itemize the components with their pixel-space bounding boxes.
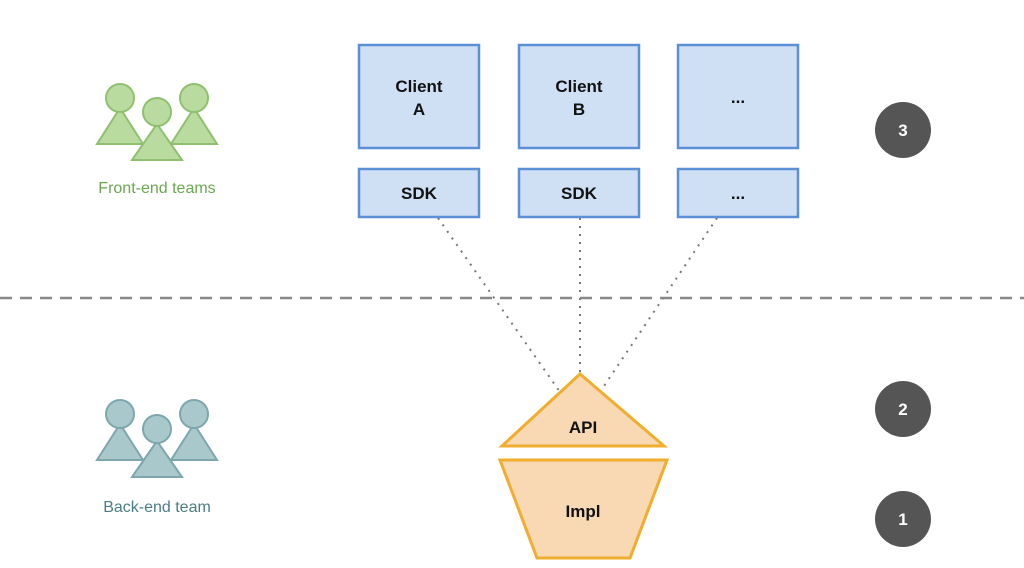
client-a-label-line1: Client bbox=[395, 77, 443, 96]
step-1-badge bbox=[875, 491, 931, 547]
api-shape bbox=[498, 371, 669, 448]
sdk-b-label: SDK bbox=[561, 184, 598, 203]
client-b-box bbox=[517, 43, 641, 150]
step-3-badge bbox=[875, 102, 931, 158]
back-end-team-icon bbox=[95, 399, 219, 478]
sdk-other-label: ... bbox=[731, 184, 745, 203]
sdk-other-box bbox=[676, 167, 800, 219]
sdk-b-box bbox=[517, 167, 641, 219]
client-a-label-line2: A bbox=[413, 100, 425, 119]
sdk-a-box bbox=[357, 167, 481, 219]
front-end-team-label: Front-end teams bbox=[98, 180, 215, 197]
api-label: API bbox=[569, 418, 597, 437]
step-3-label: 3 bbox=[898, 121, 907, 140]
step-2-badge bbox=[875, 381, 931, 437]
client-a-box bbox=[357, 43, 481, 150]
step-1-label: 1 bbox=[898, 510, 907, 529]
connector-sdk-other bbox=[599, 217, 718, 393]
step-2-label: 2 bbox=[898, 400, 907, 419]
client-other-label: ... bbox=[731, 88, 745, 107]
back-end-team-label: Back-end team bbox=[103, 499, 211, 516]
client-b-label-line1: Client bbox=[555, 77, 603, 96]
impl-shape bbox=[497, 458, 670, 560]
client-b-label-line2: B bbox=[573, 100, 585, 119]
front-end-team-icon bbox=[95, 83, 219, 161]
sdk-api-connectors bbox=[437, 217, 718, 393]
client-other-box bbox=[676, 43, 800, 150]
impl-label: Impl bbox=[566, 502, 601, 521]
connector-sdk-a bbox=[437, 217, 561, 393]
sdk-a-label: SDK bbox=[401, 184, 438, 203]
